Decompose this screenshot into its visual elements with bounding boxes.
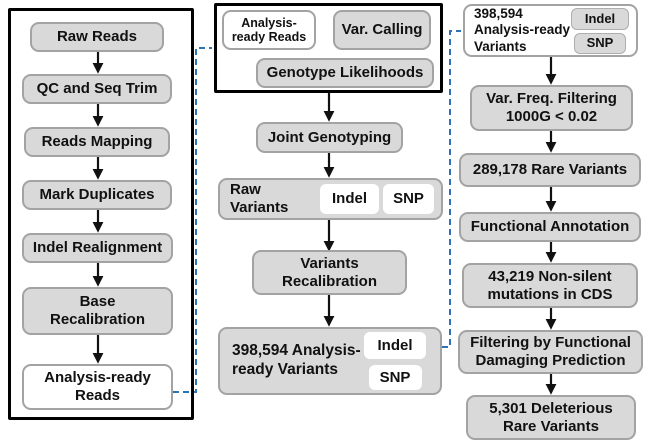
- step-label: Reads Mapping: [41, 133, 153, 150]
- step-label: QC and Seq Trim: [36, 80, 158, 97]
- step-label: Variants Recalibration: [281, 254, 378, 290]
- step-mark-duplicates: Mark Duplicates: [22, 180, 172, 210]
- step-label: Joint Genotyping: [267, 128, 392, 146]
- step-label: Analysis-ready Reads: [44, 369, 151, 404]
- step-label: 43,219 Non-silent mutations in CDS: [487, 267, 613, 303]
- input-label: Var. Calling: [341, 21, 423, 38]
- snp-chip: SNP: [368, 365, 422, 390]
- filter-input-label: 398,594 Analysis-ready Variants: [474, 6, 571, 54]
- input-analysis-ready-reads: Analysis-ready Reads: [222, 10, 316, 50]
- step-joint-genotyping: Joint Genotyping: [256, 122, 403, 153]
- input-label: Genotype Likelihoods: [266, 64, 424, 81]
- step-indel-realignment: Indel Realignment: [22, 233, 173, 263]
- step-label: Filtering by Functional Damaging Predict…: [470, 334, 631, 369]
- analysis-ready-variants-label: 398,594 Analysis-ready Variants: [232, 342, 361, 378]
- raw-variants-label: Raw Variants: [230, 181, 289, 216]
- filter-input-variants-box: 398,594 Analysis-ready Variants Indel SN…: [463, 4, 638, 57]
- snp-chip: SNP: [574, 32, 626, 54]
- indel-chip: Indel: [571, 7, 629, 30]
- step-variants-recalibration: Variants Recalibration: [252, 250, 407, 295]
- reads-processing-frame: [8, 8, 194, 420]
- step-damaging-prediction-filtering: Filtering by Functional Damaging Predict…: [458, 330, 643, 374]
- input-genotype-likelihoods: Genotype Likelihoods: [256, 58, 434, 88]
- input-label: Analysis-ready Reads: [231, 15, 307, 44]
- input-var-calling: Var. Calling: [333, 10, 431, 50]
- variant-type-chips: Indel SNP: [364, 332, 426, 390]
- step-nonsilent-mutations: 43,219 Non-silent mutations in CDS: [462, 263, 638, 308]
- indel-chip: Indel: [320, 184, 379, 214]
- variants-handoff-connector: [442, 30, 461, 348]
- step-deleterious-rare-variants: 5,301 Deleterious Rare Variants: [466, 395, 636, 440]
- dashed-connectors: [173, 30, 461, 393]
- step-label: Raw Reads: [56, 28, 138, 45]
- step-label: 5,301 Deleterious Rare Variants: [489, 399, 613, 435]
- flow-arrows: [92, 52, 557, 395]
- raw-variants-box: Raw Variants Indel SNP: [218, 178, 443, 220]
- step-qc-seq-trim: QC and Seq Trim: [22, 74, 172, 104]
- indel-chip: Indel: [364, 332, 426, 359]
- step-label: Base Recalibration: [49, 293, 146, 328]
- step-label: Mark Duplicates: [39, 186, 155, 203]
- snp-chip: SNP: [383, 184, 434, 214]
- step-label: 289,178 Rare Variants: [472, 161, 628, 178]
- analysis-ready-variants-box: 398,594 Analysis-ready Variants Indel SN…: [218, 327, 442, 395]
- step-analysis-ready-reads: Analysis-ready Reads: [22, 364, 173, 410]
- step-label: Indel Realignment: [32, 239, 163, 256]
- step-raw-reads: Raw Reads: [30, 22, 164, 52]
- step-base-recalibration: Base Recalibration: [22, 287, 173, 335]
- reads-to-calling-connector: [173, 47, 212, 393]
- step-rare-variants: 289,178 Rare Variants: [459, 153, 641, 187]
- variant-type-chips: Indel SNP: [571, 7, 629, 54]
- calling-inputs-frame: [214, 3, 443, 93]
- step-functional-annotation: Functional Annotation: [459, 212, 641, 242]
- step-label: Var. Freq. Filtering 1000G < 0.02: [486, 90, 617, 125]
- step-label: Functional Annotation: [470, 218, 630, 235]
- step-var-freq-filtering: Var. Freq. Filtering 1000G < 0.02: [470, 85, 633, 131]
- step-reads-mapping: Reads Mapping: [24, 127, 170, 157]
